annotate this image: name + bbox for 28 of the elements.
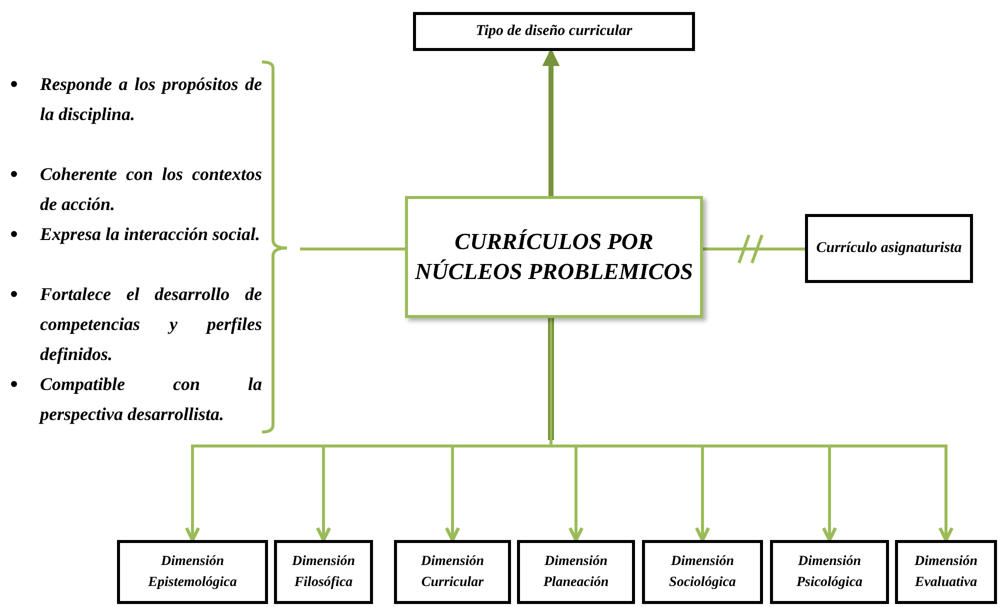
dimension-box: [274, 540, 373, 604]
title-box: [413, 12, 695, 51]
list-item: Expresa la interacción social.: [40, 223, 261, 246]
connector-line: [703, 234, 805, 264]
central-box: [405, 196, 703, 318]
list-item: Fortalece el desarrollo de competencias y perfiles definidos.: [40, 283, 262, 366]
list-item: Responde a los propósitos de la disciplina.: [40, 73, 262, 126]
box-label: Dimensión Filosófica: [290, 553, 356, 592]
arrow: [542, 48, 560, 196]
box-label: Dimensión Psicológica: [795, 553, 864, 592]
box-label: Dimensión Planeación: [542, 553, 610, 592]
list-item: Compatible con la perspectiva desarrollista.: [40, 373, 262, 426]
connector-line: [300, 248, 405, 250]
dimension-box: [895, 540, 997, 604]
list-item: Coherente con los contextos de acción.: [40, 163, 262, 216]
box-label: Dimensión Curricular: [420, 553, 485, 592]
dimension-box: [642, 540, 763, 604]
concept-box: [805, 214, 973, 283]
dimension-box: [394, 540, 511, 604]
box-label: Currículo asignaturista: [815, 239, 963, 258]
box-label: Tipo de diseño curricular: [474, 22, 634, 42]
heading: CURRÍCULOS POR NÚCLEOS PROBLEMICOS: [414, 228, 694, 286]
box-label: Dimensión Evaluativa: [913, 553, 978, 592]
dimension-box: [770, 540, 889, 604]
box-label: Dimensión Epistemológica: [147, 553, 238, 592]
dimension-box: [517, 540, 635, 604]
dimension-box: [117, 540, 268, 604]
box-label: Dimensión Sociológica: [668, 553, 737, 592]
